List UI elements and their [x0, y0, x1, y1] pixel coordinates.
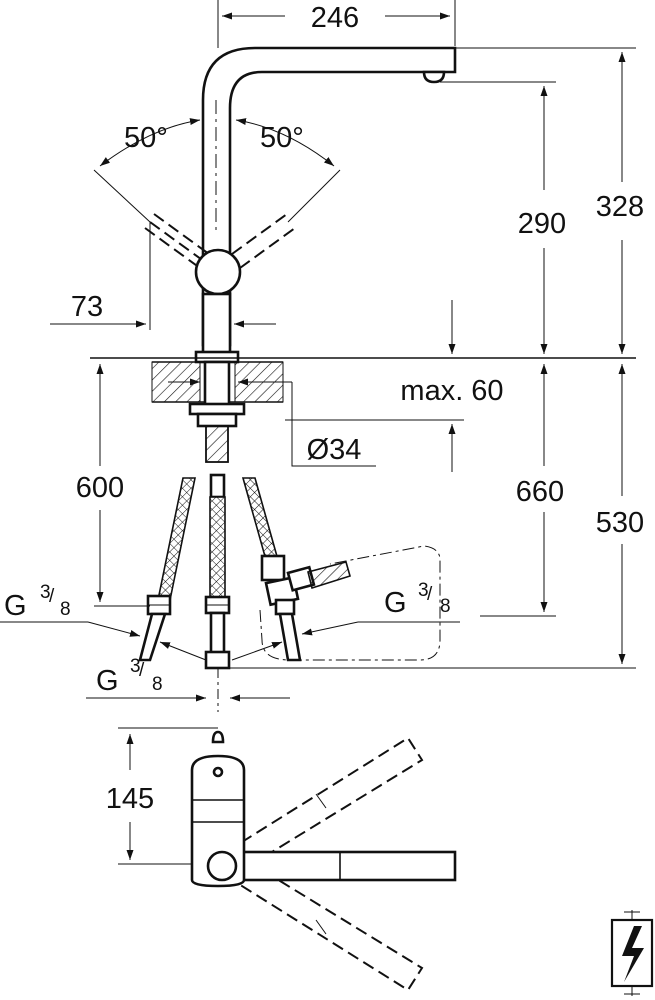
faucet-base: [201, 292, 232, 358]
dim-spout-reach: 246: [311, 2, 359, 34]
supply-hoses: [138, 473, 441, 712]
dim-hole-diameter: Ø34: [307, 434, 362, 466]
dim-angle-left: 50°: [124, 122, 168, 154]
thread-left-letter: G: [4, 590, 27, 622]
dim-total-height: 328: [596, 191, 644, 223]
lever-hub: [194, 248, 242, 296]
escutcheon: [194, 350, 240, 364]
svg-text:/: /: [49, 586, 55, 607]
thread-center-letter: G: [96, 665, 119, 697]
dim-outlet-height: 290: [518, 208, 566, 240]
thread-right-num: 3: [418, 580, 429, 601]
thread-center-den: 8: [152, 674, 163, 695]
lightning-bolt-icon: [610, 910, 654, 996]
dim-angle-right: 50°: [260, 122, 304, 154]
spout-body: [201, 46, 457, 347]
dim-hose-total: 660: [516, 476, 564, 508]
countertop: [90, 357, 636, 463]
dimension-lines: [0, 0, 636, 702]
thread-right-letter: G: [384, 587, 407, 619]
thread-center-num: 3: [130, 656, 141, 677]
dim-max-counter: max. 60: [400, 375, 503, 407]
dim-lever-offset: 73: [71, 291, 103, 323]
dim-below-counter: 530: [596, 507, 644, 539]
thread-left-num: 3: [40, 582, 51, 603]
faucet-top-view: [118, 727, 457, 992]
aerator: [422, 70, 446, 84]
thread-right-den: 8: [440, 596, 451, 617]
svg-text:/: /: [139, 660, 145, 681]
thread-left-den: 8: [60, 599, 71, 620]
dim-top-view-depth: 145: [106, 783, 154, 815]
dimension-labels: 246 50° 50° 290 328 73 max. 60 Ø34 600 6…: [4, 2, 644, 815]
dim-hose-length: 600: [76, 472, 124, 504]
faucet-side-view: [144, 46, 457, 364]
svg-text:/: /: [427, 584, 433, 605]
